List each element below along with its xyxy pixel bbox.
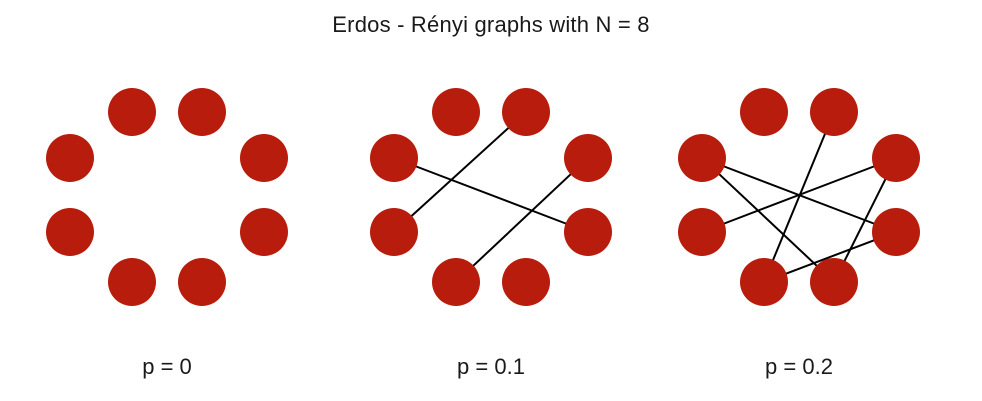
graph-node	[740, 258, 788, 306]
graph-node	[564, 208, 612, 256]
graph-node	[240, 134, 288, 182]
graph-node	[678, 208, 726, 256]
graph-edge	[469, 170, 575, 270]
graph-edges	[715, 130, 888, 276]
graph-edges	[408, 124, 575, 270]
graph-nodes	[46, 88, 288, 306]
graph-edge	[720, 164, 878, 226]
graph-edge	[408, 124, 512, 220]
graph-node	[46, 134, 94, 182]
graph-node	[872, 208, 920, 256]
graph-node	[810, 258, 858, 306]
graph-p-label: p = 0.2	[765, 354, 833, 379]
graph-nodes	[678, 88, 920, 306]
graph-node	[178, 258, 226, 306]
graph-edge	[782, 238, 878, 276]
graph-p-label: p = 0.1	[457, 354, 525, 379]
graph-node	[564, 134, 612, 182]
graph-p01: p = 0.1	[370, 88, 612, 379]
graph-p-label: p = 0	[142, 354, 192, 379]
graph-edge	[770, 130, 828, 264]
page-title: Erdos - Rényi graphs with N = 8	[332, 12, 650, 37]
graph-node	[810, 88, 858, 136]
graph-edge	[412, 164, 570, 226]
graph-nodes	[370, 88, 612, 306]
graph-edge	[715, 170, 821, 270]
graph-p0: p = 0	[46, 88, 288, 379]
graph-node	[370, 134, 418, 182]
graph-node	[46, 208, 94, 256]
graph-node	[502, 258, 550, 306]
graph-node	[432, 258, 480, 306]
graph-node	[740, 88, 788, 136]
graph-node	[872, 134, 920, 182]
graph-node	[502, 88, 550, 136]
graph-node	[108, 88, 156, 136]
graph-node	[678, 134, 726, 182]
graph-node	[178, 88, 226, 136]
graph-node	[432, 88, 480, 136]
graph-node	[240, 208, 288, 256]
graph-node	[108, 258, 156, 306]
graph-p02: p = 0.2	[678, 88, 920, 379]
graph-node	[370, 208, 418, 256]
